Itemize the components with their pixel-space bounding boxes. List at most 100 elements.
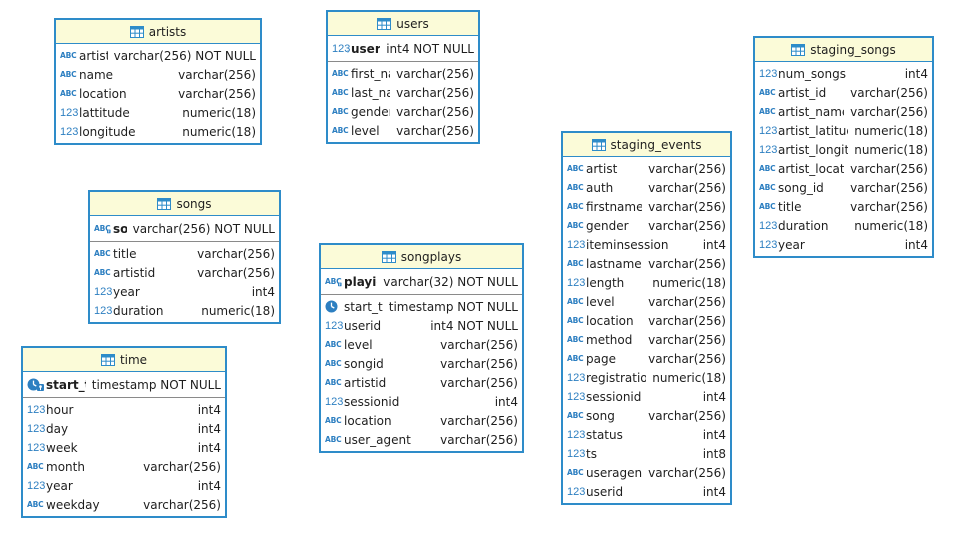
- table-songplays[interactable]: songplaysABCplayidvarchar(32) NOT NULL st…: [319, 243, 524, 453]
- string-type-icon: ABC: [567, 164, 584, 173]
- numeric-type-icon: 123: [759, 67, 778, 80]
- numeric-type-icon: 123: [27, 441, 46, 454]
- table-header[interactable]: time: [23, 348, 225, 372]
- column-type: varchar(256): [197, 246, 275, 261]
- column-row[interactable]: start_timetimestamp NOT NULL: [321, 297, 522, 316]
- table-header[interactable]: songs: [90, 192, 279, 216]
- column-type: int4: [197, 421, 221, 436]
- string-type-icon: ABC: [567, 354, 584, 363]
- string-type-icon: ABC: [325, 359, 342, 368]
- table-header[interactable]: staging_songs: [755, 38, 932, 62]
- column-name: week: [46, 440, 78, 455]
- column-type: varchar(256): [440, 413, 518, 428]
- string-type-icon: ABC: [567, 411, 584, 420]
- table-header[interactable]: songplays: [321, 245, 522, 269]
- column-type: varchar(256): [440, 375, 518, 390]
- primary-key-column-row[interactable]: start_timetimestamp NOT NULL: [23, 375, 225, 394]
- column-name: useragent: [586, 465, 643, 480]
- column-name: first_name: [351, 66, 390, 81]
- column-type: varchar(256): [440, 432, 518, 447]
- table-header[interactable]: staging_events: [563, 133, 730, 157]
- column-name: hour: [46, 402, 74, 417]
- column-type: varchar(256): [178, 86, 256, 101]
- table-header[interactable]: users: [328, 12, 478, 36]
- column-name: title: [113, 246, 137, 261]
- primary-key-column-row[interactable]: ABCplayidvarchar(32) NOT NULL: [321, 272, 522, 291]
- column-name: name: [79, 67, 114, 82]
- column-row[interactable]: 123registrationnumeric(18): [563, 368, 730, 387]
- column-type: int4: [702, 427, 726, 442]
- string-type-icon: ABC: [60, 51, 77, 60]
- column-type: varchar(256): [850, 199, 928, 214]
- numeric-type-icon: 123: [60, 106, 79, 119]
- table-header[interactable]: artists: [56, 20, 260, 44]
- numeric-type-icon: 123: [27, 422, 46, 435]
- table-title: songplays: [400, 249, 462, 264]
- table-title: users: [396, 16, 429, 31]
- column-name: artist_location: [778, 161, 845, 176]
- numeric-type-icon: 123: [759, 219, 778, 232]
- table-songs[interactable]: songsABCsongidvarchar(256) NOT NULLABCti…: [88, 190, 281, 324]
- table-artists[interactable]: artistsABCartistidvarchar(256) NOT NULLA…: [54, 18, 262, 145]
